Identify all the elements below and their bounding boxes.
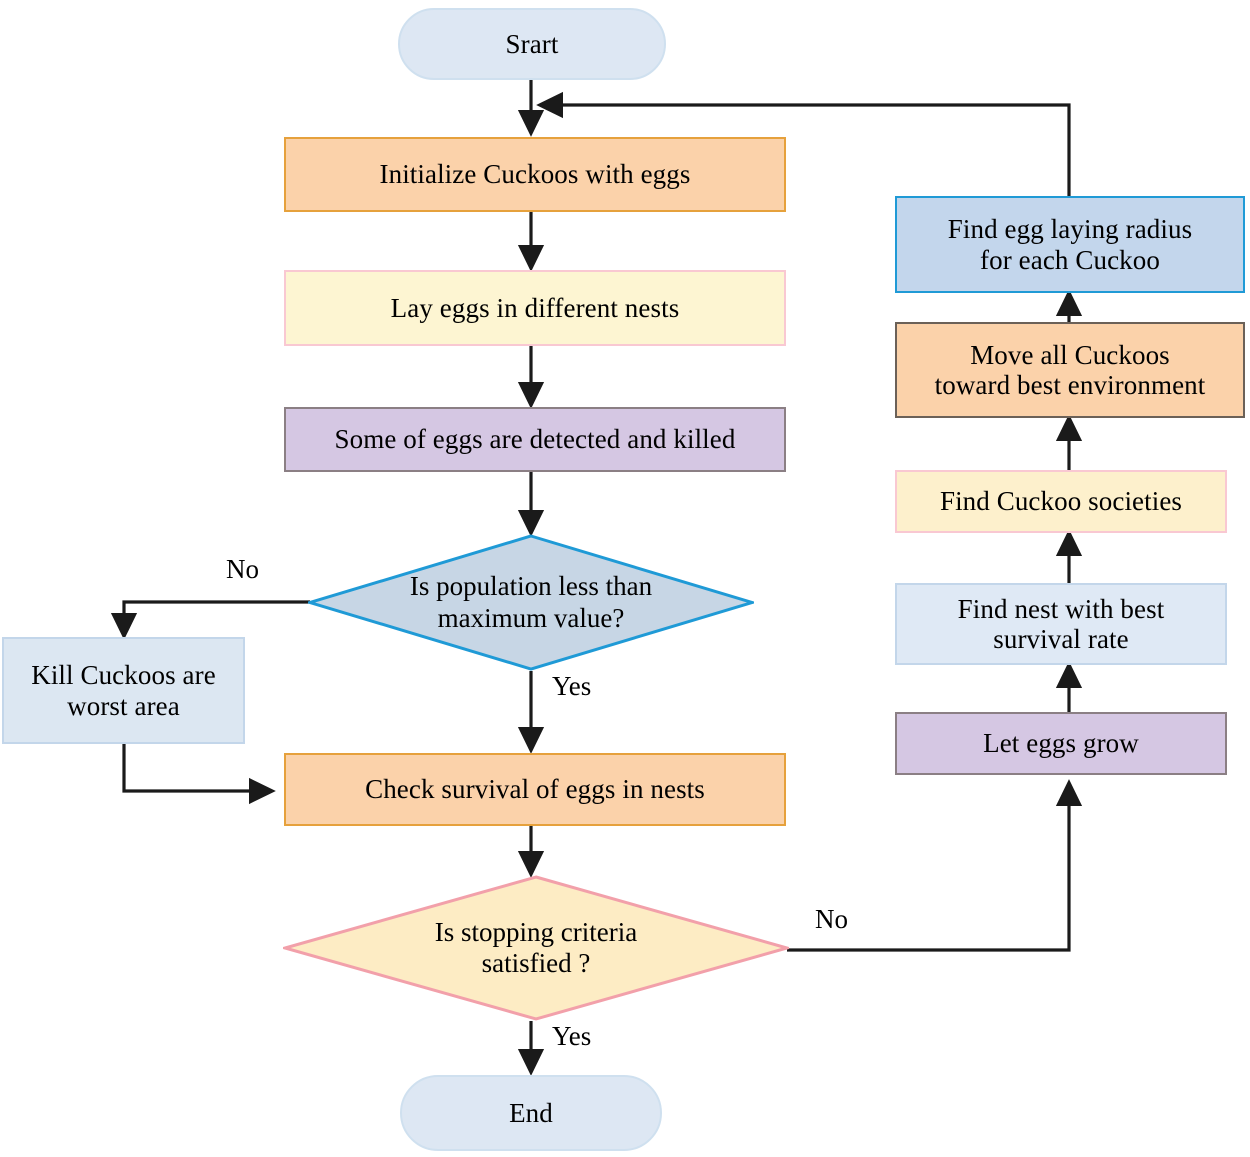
node-best-nest-label: Find nest with best survival rate — [957, 593, 1165, 654]
node-cuckoo-societies-label: Find Cuckoo societies — [939, 486, 1183, 517]
node-egg-laying-radius[interactable]: Find egg laying radius for each Cuckoo — [895, 196, 1245, 293]
node-kill-cuckoos-label: Kill Cuckoos are worst area — [31, 660, 216, 721]
edge-killcuckoos-checksurv — [122, 744, 276, 805]
node-move-cuckoos[interactable]: Move all Cuckoos toward best environment — [895, 322, 1245, 418]
node-stopping-decision-label: Is stopping criteria satisfied ? — [434, 916, 638, 978]
node-best-nest[interactable]: Find nest with best survival rate — [895, 583, 1227, 665]
node-end[interactable]: End — [400, 1075, 662, 1151]
node-let-eggs-grow-label: Let eggs grow — [983, 728, 1139, 759]
edge-label-stop-no: No — [815, 904, 848, 934]
node-lay-eggs-label: Lay eggs in different nests — [390, 292, 680, 323]
node-end-label: End — [509, 1097, 553, 1128]
node-lay-eggs[interactable]: Lay eggs in different nests — [284, 270, 786, 346]
edge-label-stop-yes: Yes — [552, 1021, 592, 1051]
node-start-label: Srart — [505, 28, 559, 59]
node-stopping-decision[interactable]: Is stopping criteria satisfied ? — [283, 875, 789, 1021]
edge-popcheck-killcuckoos — [110, 600, 310, 640]
node-kill-cuckoos[interactable]: Kill Cuckoos are worst area — [2, 637, 245, 744]
node-eggs-detected-killed[interactable]: Some of eggs are detected and killed — [284, 407, 786, 472]
node-check-survival[interactable]: Check survival of eggs in nests — [284, 753, 786, 826]
node-check-survival-label: Check survival of eggs in nests — [365, 774, 705, 805]
node-cuckoo-societies[interactable]: Find Cuckoo societies — [895, 470, 1227, 533]
node-move-cuckoos-label: Move all Cuckoos toward best environment — [934, 339, 1206, 400]
node-initialize-cuckoos[interactable]: Initialize Cuckoos with eggs — [284, 137, 786, 212]
node-start[interactable]: Srart — [398, 8, 666, 80]
edge-label-pop-yes: Yes — [552, 671, 592, 701]
population-decision-shape — [308, 534, 754, 671]
node-let-eggs-grow[interactable]: Let eggs grow — [895, 712, 1227, 775]
edge-label-pop-no: No — [226, 554, 259, 584]
stopping-decision-shape — [283, 875, 789, 1021]
node-population-decision[interactable]: Is population less than maximum value? — [308, 534, 754, 671]
node-eggs-detected-killed-label: Some of eggs are detected and killed — [334, 424, 736, 455]
node-initialize-cuckoos-label: Initialize Cuckoos with eggs — [379, 159, 691, 190]
node-population-decision-label: Is population less than maximum value? — [409, 571, 653, 633]
node-egg-laying-radius-label: Find egg laying radius for each Cuckoo — [947, 214, 1193, 275]
